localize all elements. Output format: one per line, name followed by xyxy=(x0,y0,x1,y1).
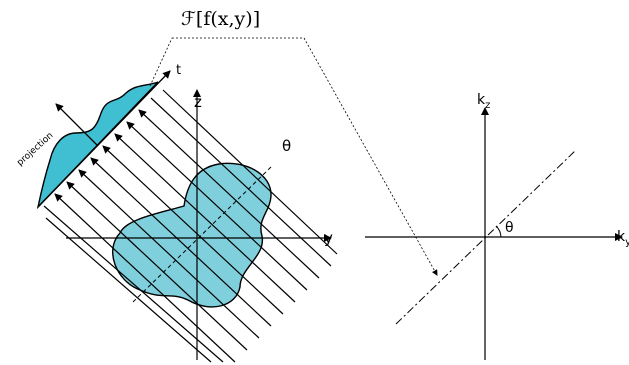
left-axis-z-label: z xyxy=(194,93,202,111)
projection-ray xyxy=(66,181,248,351)
transform-connector: ℱ[f(x,y)] xyxy=(149,8,438,276)
ky-main: k xyxy=(617,229,626,245)
right-theta-label: θ xyxy=(505,220,514,236)
ky-sub: y xyxy=(625,237,629,248)
projection-ray xyxy=(138,109,320,279)
kz-sub: z xyxy=(485,100,490,111)
angle-arc xyxy=(495,225,502,238)
projection-rays xyxy=(43,89,338,363)
projection-ray xyxy=(78,169,260,339)
projection-ray xyxy=(150,97,332,267)
projection-ray xyxy=(126,121,308,291)
projection-ray xyxy=(102,145,284,315)
kz-main: k xyxy=(477,92,486,108)
projection-ray xyxy=(45,217,212,363)
left-theta-label: θ xyxy=(282,137,291,155)
fourier-transform-label: ℱ[f(x,y)] xyxy=(181,8,260,30)
projection-ray xyxy=(54,193,236,363)
connector-left xyxy=(149,37,173,87)
spatial-domain-panel: z y t θ projection xyxy=(15,63,338,363)
projection-t-axis xyxy=(37,70,171,208)
projection-ray xyxy=(162,89,338,255)
object-shape xyxy=(112,162,272,308)
right-axis-ky-label: ky xyxy=(617,229,629,248)
central-slice-line xyxy=(395,149,577,325)
frequency-domain-panel: θ kz ky xyxy=(365,92,629,360)
connector-right xyxy=(303,37,438,276)
projection-ray xyxy=(90,157,272,327)
projection-normal-arrow xyxy=(55,103,99,147)
left-axis-y-label: y xyxy=(324,229,333,247)
projection-axis-t-label: t xyxy=(176,63,181,78)
projection-ray xyxy=(114,133,296,303)
projection-ray xyxy=(43,205,224,363)
right-axis-kz-label: kz xyxy=(477,92,490,111)
